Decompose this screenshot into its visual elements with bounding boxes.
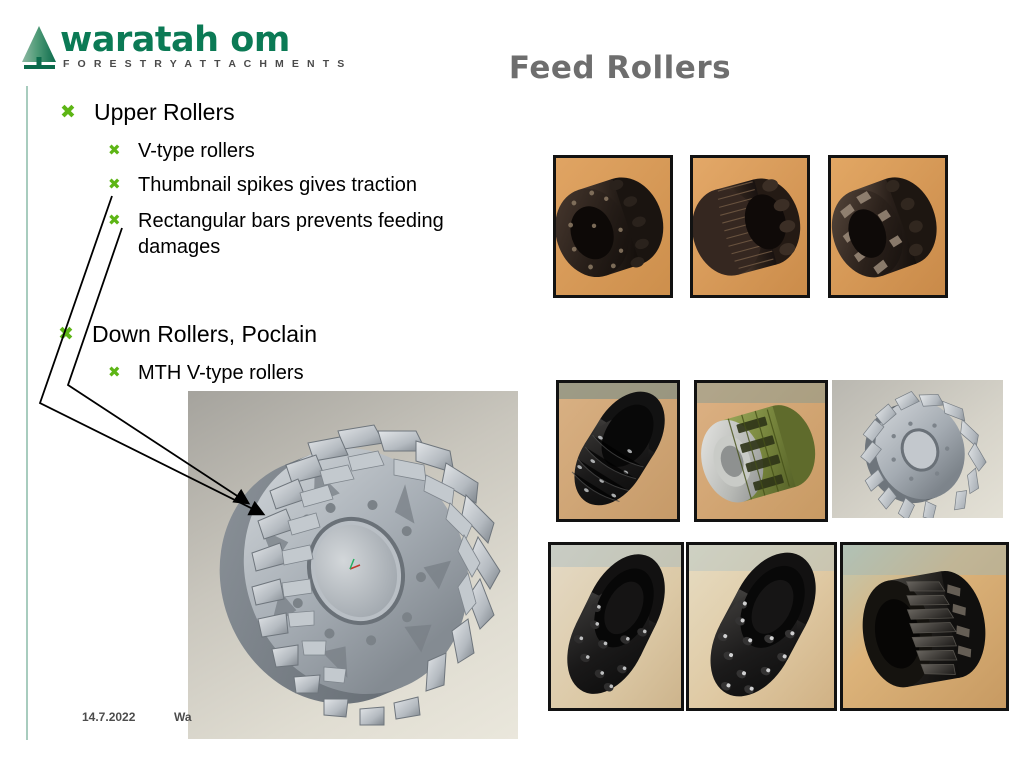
roller-photo-art xyxy=(551,545,681,708)
roller-spikes xyxy=(251,424,501,726)
roller-photo-art xyxy=(559,383,677,519)
upper-roller-photo-2 xyxy=(690,155,810,298)
roller-photo-art xyxy=(689,545,834,708)
roller-photo-art xyxy=(556,158,670,295)
bullet-label: V-type rollers xyxy=(138,140,255,162)
bullet-marker-icon: ✖ xyxy=(108,211,121,229)
down-roller-photo-4 xyxy=(686,542,837,711)
down-roller-photo-2 xyxy=(694,380,828,522)
bullet-v-type-rollers: ✖ V-type rollers xyxy=(108,138,255,164)
bullet-marker-icon: ✖ xyxy=(58,323,74,345)
cad-roller-thumb-art xyxy=(832,380,1003,518)
roller-photo-art xyxy=(697,383,825,519)
bullet-label: MTH V-type rollers xyxy=(138,362,304,384)
cad-roller-drawing xyxy=(219,424,501,726)
bullet-marker-icon: ✖ xyxy=(108,175,121,193)
down-roller-photo-1 xyxy=(556,380,680,522)
upper-roller-photo-3 xyxy=(828,155,948,298)
feed-roller-cad-render-large xyxy=(188,391,518,739)
bullet-label: Down Rollers, Poclain xyxy=(92,321,317,347)
roller-photo-art xyxy=(693,158,807,295)
bullet-marker-icon: ✖ xyxy=(60,101,76,123)
bullet-label: Rectangular bars prevents feeding damage… xyxy=(138,210,444,258)
bullet-label: Upper Rollers xyxy=(94,99,235,125)
bullet-marker-icon: ✖ xyxy=(108,363,121,381)
bullet-label: Thumbnail spikes gives traction xyxy=(138,174,418,196)
bullet-marker-icon: ✖ xyxy=(108,141,121,159)
bullet-mth-v-type-rollers: ✖ MTH V-type rollers xyxy=(108,360,304,386)
logo-wordmark: waratah om xyxy=(60,20,290,60)
left-vertical-rule xyxy=(26,86,28,740)
page-title: Feed Rollers xyxy=(508,50,732,86)
roller-photo-art xyxy=(843,545,1006,708)
down-roller-cad-render xyxy=(832,380,1003,518)
waratah-om-logo: waratah om F O R E S T R Y A T T A C H M… xyxy=(18,20,344,74)
down-roller-photo-5 xyxy=(840,542,1009,711)
footer-date: 14.7.2022 xyxy=(82,710,136,724)
bullet-rectangular-bars: ✖ Rectangular bars prevents feeding dama… xyxy=(108,208,508,260)
bullet-upper-rollers: ✖ Upper Rollers xyxy=(60,98,235,126)
upper-roller-photo-1 xyxy=(553,155,673,298)
tree-icon xyxy=(22,26,56,69)
roller-photo-art xyxy=(831,158,945,295)
cad-axis-marker xyxy=(349,558,361,570)
logo-tagline: F O R E S T R Y A T T A C H M E N T S xyxy=(63,58,347,70)
bullet-down-rollers-poclain: ✖ Down Rollers, Poclain xyxy=(58,320,317,348)
bullet-thumbnail-spikes: ✖ Thumbnail spikes gives traction xyxy=(108,172,417,198)
footer-company-name: Wa xyxy=(174,710,192,724)
down-roller-photo-3 xyxy=(548,542,684,711)
